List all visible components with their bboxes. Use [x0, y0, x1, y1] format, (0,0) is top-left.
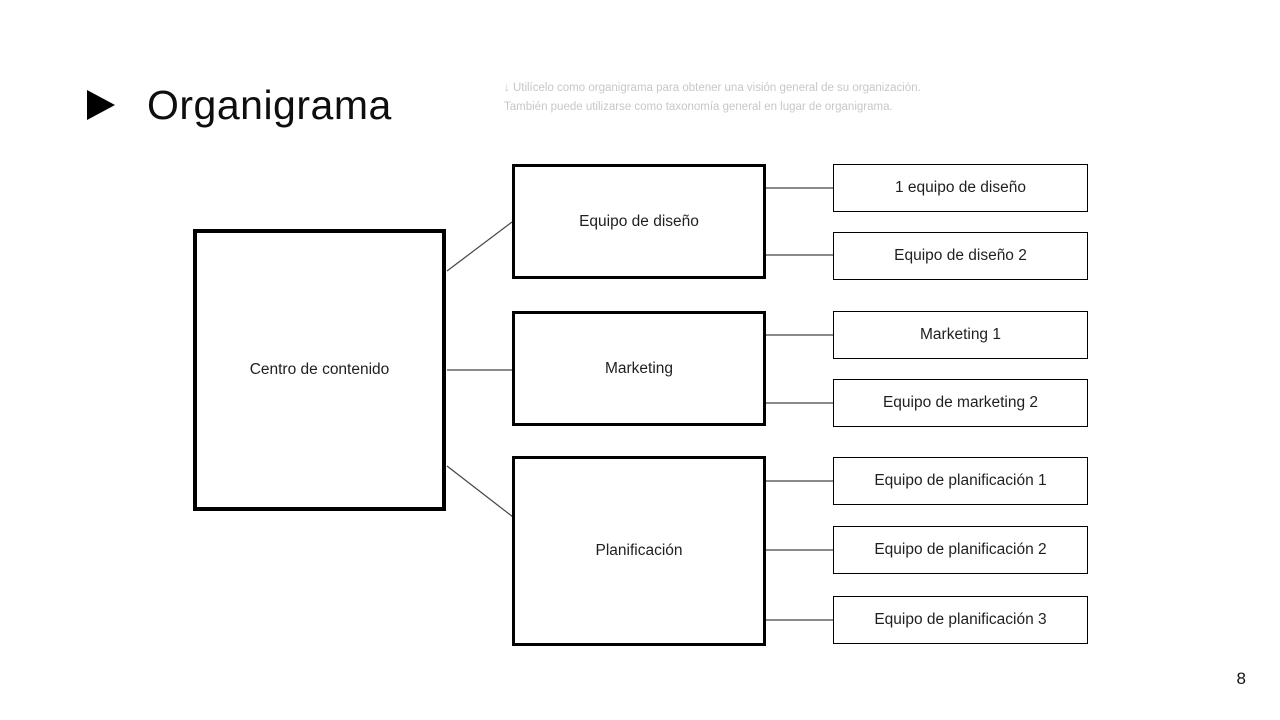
org-node-leaf-label: Marketing 1	[920, 326, 1001, 343]
org-node-branch-diseno: Equipo de diseño	[512, 164, 766, 279]
slide-title: Organigrama	[147, 82, 392, 128]
page-number: 8	[1236, 669, 1246, 688]
org-node-branch-label: Marketing	[604, 359, 674, 377]
org-node-leaf-diseno-1: 1 equipo de diseño	[833, 164, 1088, 212]
play-triangle-icon	[87, 90, 115, 120]
org-node-leaf-marketing-2: Equipo de marketing 2	[833, 379, 1088, 427]
org-node-leaf-label: Equipo de marketing 2	[882, 394, 1039, 411]
org-node-branch-label: Equipo de diseño	[579, 212, 699, 230]
slide-note-line-2: También puede utilizarse como taxonomía …	[504, 101, 893, 113]
connector-root-to-branch-1	[446, 221, 513, 272]
org-node-leaf-planificacion-3: Equipo de planificación 3	[833, 596, 1088, 644]
slide-note-line-1: ↓ Utilícelo como organigrama para obtene…	[504, 82, 921, 94]
org-node-branch-marketing: Marketing	[512, 311, 766, 426]
org-node-leaf-label: Equipo de planificación 1	[874, 472, 1047, 489]
connector-root-to-branch-3	[446, 465, 514, 518]
org-node-leaf-label: Equipo de diseño 2	[894, 247, 1027, 264]
org-node-leaf-label: Equipo de planificación 2	[874, 541, 1047, 558]
org-node-root: Centro de contenido	[193, 229, 446, 511]
org-node-leaf-label: 1 equipo de diseño	[894, 179, 1026, 196]
org-node-root-label: Centro de contenido	[249, 361, 390, 378]
org-node-leaf-label: Equipo de planificación 3	[874, 611, 1047, 628]
org-node-branch-planificacion: Planificación	[512, 456, 766, 646]
org-node-branch-label: Planificación	[595, 542, 683, 559]
org-node-leaf-diseno-2: Equipo de diseño 2	[833, 232, 1088, 280]
slide-note: ↓ Utilícelo como organigrama para obtene…	[504, 79, 921, 117]
org-node-leaf-marketing-1: Marketing 1	[833, 311, 1088, 359]
org-node-leaf-planificacion-2: Equipo de planificación 2	[833, 526, 1088, 574]
org-node-leaf-planificacion-1: Equipo de planificación 1	[833, 457, 1088, 505]
